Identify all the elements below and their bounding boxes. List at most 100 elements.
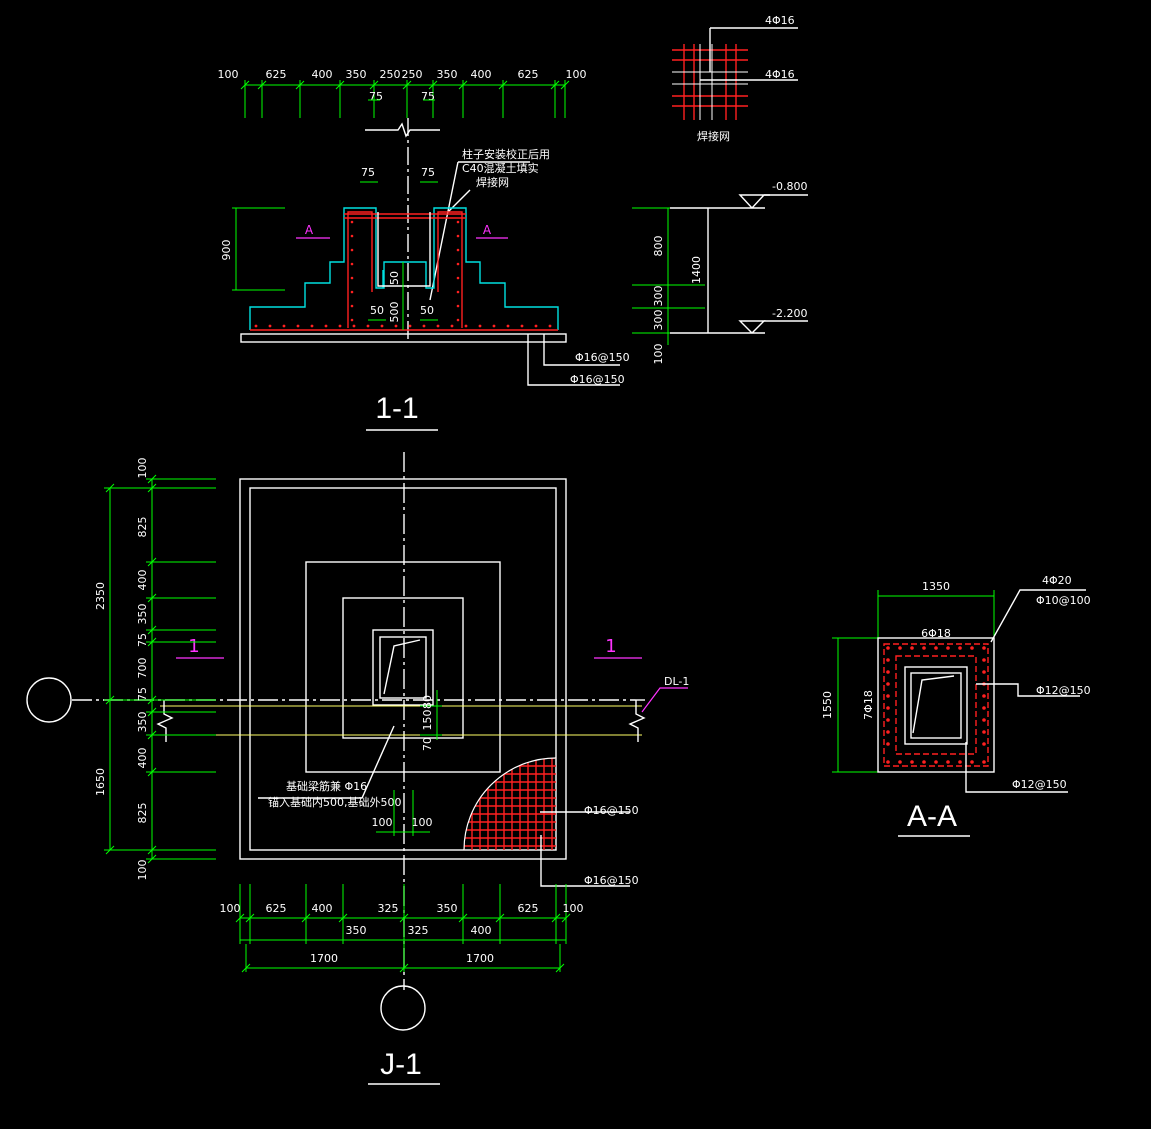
dim-tick <box>458 913 468 923</box>
dim-text: 350 <box>136 604 149 625</box>
dim-text: 75 <box>421 166 435 179</box>
dim-text: 800 <box>652 236 665 257</box>
rebar-dot <box>456 276 460 280</box>
rebar-label: Φ16@150 <box>584 874 639 887</box>
dim-text: 100 <box>563 902 584 915</box>
elevation-bottom: -2.200 <box>772 307 807 320</box>
rebar-dot <box>456 318 460 322</box>
column-socket-inner <box>379 636 427 699</box>
dim-text: 350 <box>136 712 149 733</box>
dim-tick <box>399 963 409 973</box>
dim-text: 1400 <box>690 256 703 284</box>
longitudinal-bar <box>922 760 926 764</box>
mesh-caption: 焊接网 <box>697 129 730 143</box>
mesh-label-mid: 4Φ16 <box>765 68 795 81</box>
longitudinal-bar <box>934 646 938 650</box>
dim-tick <box>147 474 157 484</box>
section-mark-right: 1 <box>605 636 616 657</box>
rebar-dot <box>456 304 460 308</box>
rebar-dot <box>366 324 370 328</box>
dim-tick <box>295 80 305 90</box>
dim-text: 100 <box>412 816 433 829</box>
rebar-dot <box>464 324 468 328</box>
rebar-dot <box>436 324 440 328</box>
rebar-dot <box>350 318 354 322</box>
dim-text: 50 <box>370 304 384 317</box>
dim-text: 75 <box>421 90 435 103</box>
rebar-dot <box>520 324 524 328</box>
dim-tick <box>105 695 115 705</box>
dim-text: 100 <box>220 902 241 915</box>
dim-tick <box>498 80 508 90</box>
longitudinal-bar <box>886 646 890 650</box>
dim-tick <box>555 963 565 973</box>
dim-text: 325 <box>408 924 429 937</box>
rebar-label: Φ16@150 <box>570 373 625 386</box>
longitudinal-bar <box>886 706 890 710</box>
footing-step-1 <box>249 487 557 851</box>
dim-tick <box>560 80 570 90</box>
leader-line <box>540 835 630 887</box>
beam-leader <box>641 687 688 713</box>
dim-text: 300 <box>652 310 665 331</box>
rebar-dot <box>548 324 552 328</box>
dim-tick <box>105 845 115 855</box>
dim-text: 1550 <box>821 691 834 719</box>
longitudinal-bar <box>886 682 890 686</box>
dim-tick <box>550 80 560 90</box>
rebar-dot <box>296 324 300 328</box>
label-phi12b: Φ12@150 <box>1012 778 1067 791</box>
longitudinal-bar <box>958 646 962 650</box>
dim-tick <box>147 625 157 635</box>
rebar-dot <box>282 324 286 328</box>
section-mark-right: A <box>483 223 492 237</box>
note-line: 基础梁筋兼 Φ16 <box>286 779 367 793</box>
left-dim-extensions <box>104 474 216 864</box>
dim-tick <box>495 913 505 923</box>
beam-break-right <box>628 700 646 742</box>
note-line: C40混凝土填实 <box>462 161 539 175</box>
footing-outline <box>239 478 567 860</box>
dim-text: 100 <box>136 458 149 479</box>
footing-step-3 <box>342 597 464 739</box>
column-outline <box>877 637 995 773</box>
label-phi10: Φ10@100 <box>1036 594 1091 607</box>
leader-line <box>543 334 620 366</box>
dim-tick <box>458 80 468 90</box>
dim-tick <box>241 963 251 973</box>
rebar-dot <box>310 324 314 328</box>
leader-line <box>258 725 395 799</box>
dim-tick <box>369 80 379 90</box>
label-4phi20: 4Φ20 <box>1042 574 1072 587</box>
longitudinal-bar <box>898 646 902 650</box>
note-line: 焊接网 <box>476 175 509 189</box>
dim-text: 350 <box>346 924 367 937</box>
dim-text: 300 <box>652 286 665 307</box>
longitudinal-bar <box>970 760 974 764</box>
rebar-dot <box>352 324 356 328</box>
dim-tick <box>147 557 157 567</box>
dim-tick <box>147 593 157 603</box>
longitudinal-bar <box>946 646 950 650</box>
longitudinal-bar <box>886 694 890 698</box>
section-mark-left: 1 <box>188 636 199 657</box>
rebar-dot <box>350 248 354 252</box>
footing-step-2 <box>305 561 501 773</box>
elevation-marker-bottom <box>670 320 766 334</box>
longitudinal-bar <box>886 658 890 662</box>
column-break-line <box>365 122 440 138</box>
dim-text: 1700 <box>466 952 494 965</box>
rebar-label: Φ16@150 <box>575 351 630 364</box>
dim-text: 75 <box>136 687 149 701</box>
cup-inner-outline <box>377 212 431 287</box>
longitudinal-bar <box>982 718 986 722</box>
rebar-dot <box>456 248 460 252</box>
beam-label: DL-1 <box>664 675 689 688</box>
elevation-marker-top <box>670 194 770 210</box>
rebar-dot <box>380 324 384 328</box>
rebar-dot <box>350 290 354 294</box>
dim-text: 100 <box>218 68 239 81</box>
dim-text: 400 <box>471 924 492 937</box>
dim-text: 625 <box>518 902 539 915</box>
